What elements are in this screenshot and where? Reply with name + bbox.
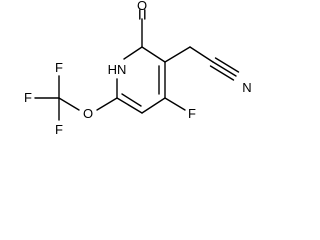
bond-triple-3 (209, 65, 235, 81)
bond-c6-o (96, 97, 118, 111)
atom-cf3-f-left: F (24, 90, 32, 105)
bond-lines (34, 9, 240, 121)
atom-nitrogen-nitrile: N (242, 80, 251, 95)
atom-labels: O HN N F O F F F (24, 0, 252, 137)
atom-cf3-f-top: F (55, 60, 63, 75)
bond-n1-c2 (123, 46, 143, 60)
bond-triple-1 (212, 61, 237, 77)
bond-c4-f (164, 97, 186, 111)
bond-c5-c6 (116, 97, 143, 114)
structure-diagram: O HN N F O F F F (24, 0, 252, 137)
atom-oxygen-ether: O (83, 106, 93, 121)
atom-cf3-f-bottom: F (55, 122, 63, 137)
bond-o-c (58, 97, 80, 111)
bond-ch2-cn (189, 46, 214, 63)
bond-c4-c5 (141, 97, 166, 114)
bond-c5-c6-double (121, 93, 142, 107)
bond-c2-c3 (141, 46, 166, 63)
atom-fluorine-ring: F (188, 106, 196, 121)
bond-c3-ch2 (164, 46, 191, 63)
atom-nh: HN (108, 62, 127, 77)
atom-oxygen-carbonyl: O (137, 0, 147, 13)
bond-triple-2 (214, 57, 240, 73)
